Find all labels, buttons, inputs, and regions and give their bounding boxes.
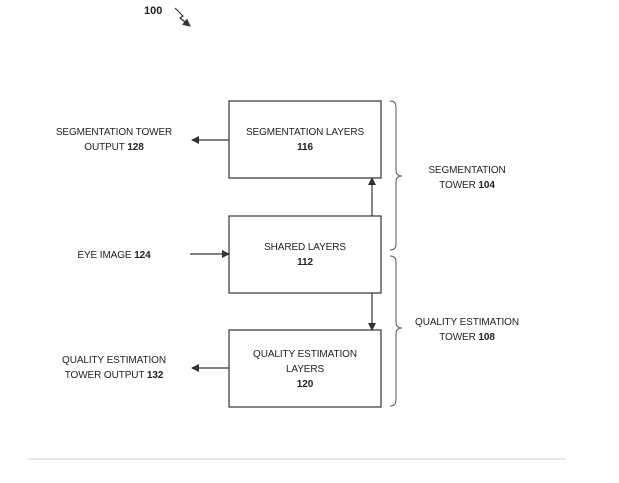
qe-tower-label-1: QUALITY ESTIMATION xyxy=(415,317,519,328)
qe-tower-label-2: TOWER 108 xyxy=(439,332,495,343)
seg-tower-label-1: SEGMENTATION xyxy=(428,165,505,176)
seg-tower-label-2: TOWER 104 xyxy=(439,180,495,191)
seg-output-label-2: OUTPUT 128 xyxy=(84,142,144,153)
shared-layers-label: SHARED LAYERS xyxy=(264,242,346,253)
segmentation-layers-number: 116 xyxy=(297,142,313,153)
segmentation-layers-block xyxy=(228,100,382,179)
segmentation-tower-brace xyxy=(389,100,403,251)
seg-output-label-1: SEGMENTATION TOWER xyxy=(56,127,172,138)
quality-estimation-layers-number: 120 xyxy=(297,379,314,390)
eye-image-label: EYE IMAGE 124 xyxy=(77,250,151,261)
qe-output-label-1: QUALITY ESTIMATION xyxy=(62,355,166,366)
segmentation-layers-label: SEGMENTATION LAYERS xyxy=(246,127,365,138)
quality-estimation-layers-label-1: QUALITY ESTIMATION xyxy=(253,349,357,360)
figure-ref-number: 100 xyxy=(144,5,162,17)
qe-output-label-2: TOWER OUTPUT 132 xyxy=(65,370,164,381)
figure-ref-pointer xyxy=(174,7,191,27)
quality-estimation-layers-label-2: LAYERS xyxy=(286,364,325,375)
shared-layers-block xyxy=(228,215,382,294)
quality-tower-brace xyxy=(389,255,403,407)
shared-layers-number: 112 xyxy=(297,257,313,268)
quality-estimation-layers-block xyxy=(228,329,382,408)
